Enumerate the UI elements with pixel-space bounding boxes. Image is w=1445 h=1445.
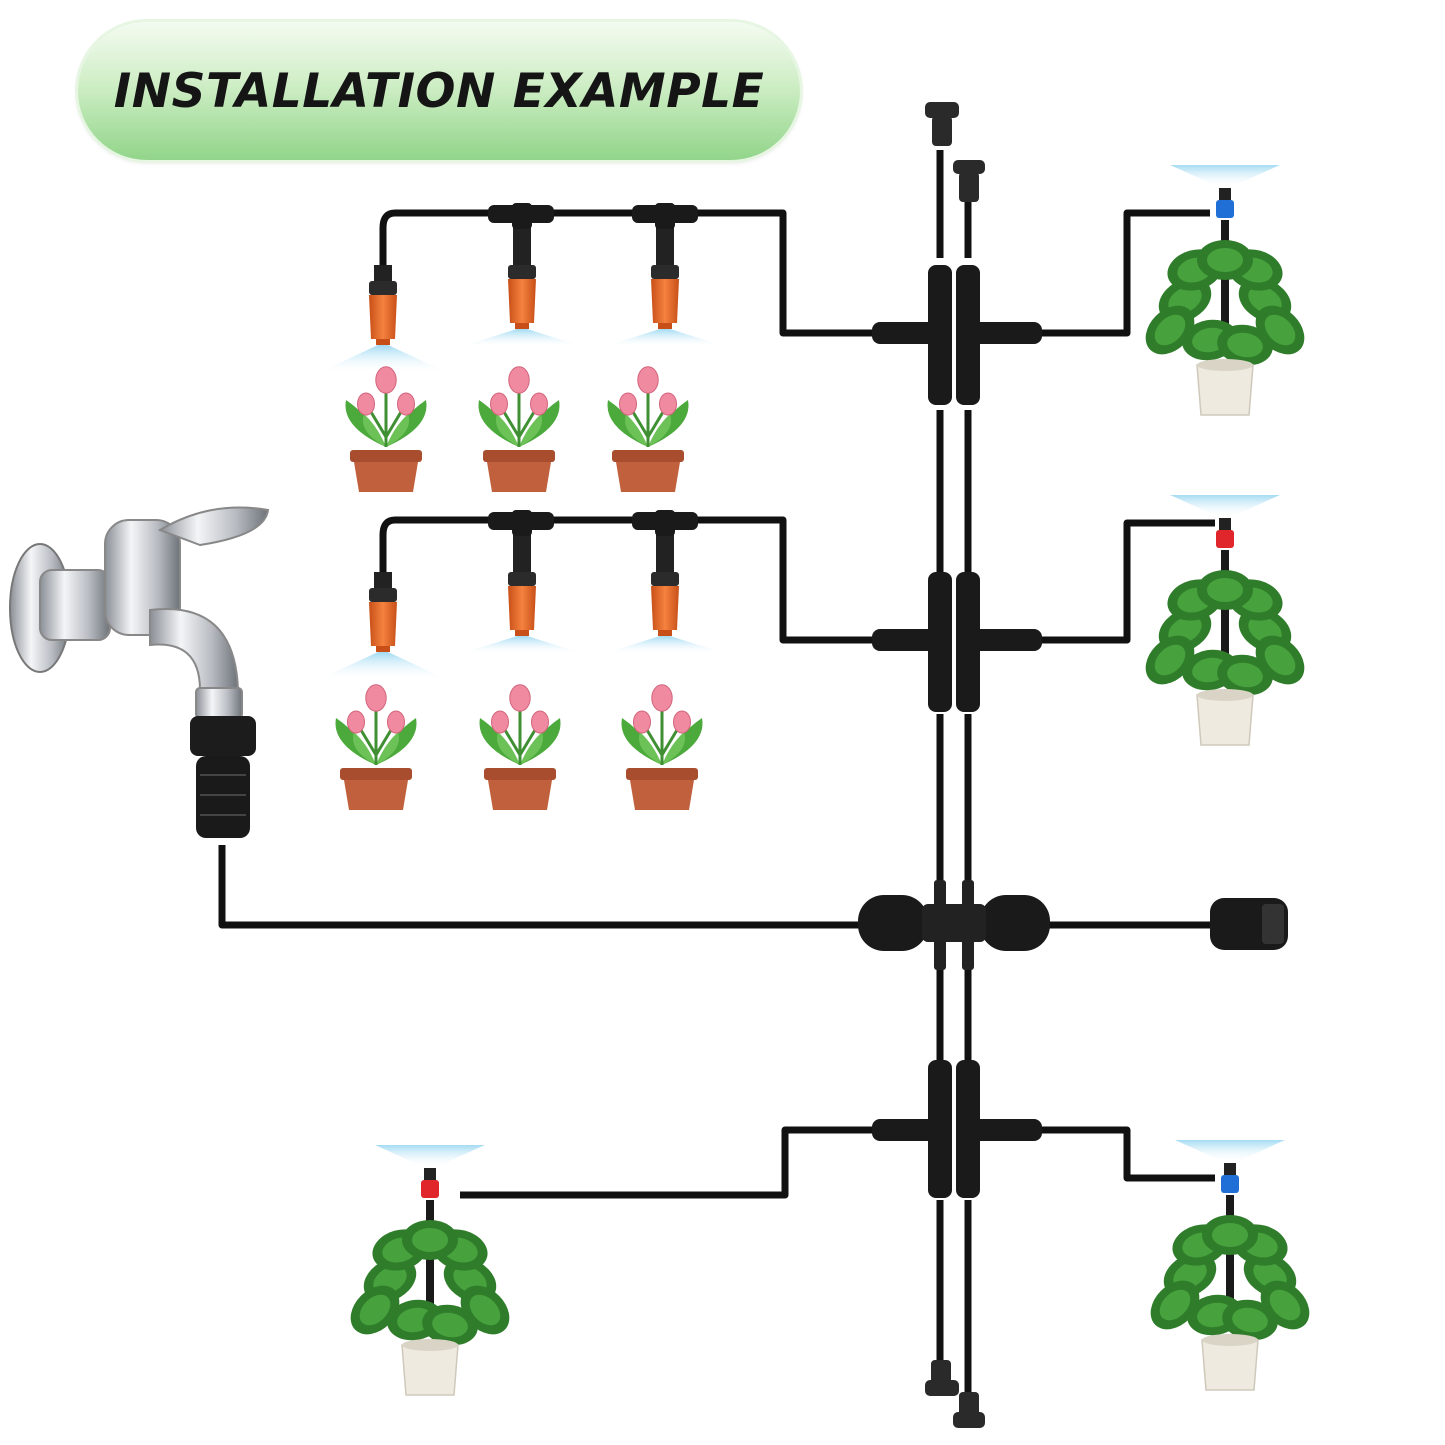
tee-connector-icon xyxy=(872,572,1042,712)
title-banner: INSTALLATION EXAMPLE xyxy=(78,22,800,160)
end-plugs xyxy=(925,102,985,1428)
row4-right-tube xyxy=(1040,1126,1215,1182)
tulip-pot-icon xyxy=(478,366,560,492)
mist-nozzle-icon xyxy=(318,265,448,373)
row1-right-tube xyxy=(1040,209,1210,337)
tulip-pot-icon xyxy=(621,684,703,810)
end-plug-icon xyxy=(953,160,985,202)
end-plug-icon xyxy=(925,1360,959,1396)
end-cap-icon xyxy=(1210,898,1288,950)
tulip-pot-icon xyxy=(335,684,417,810)
row4-left-tube xyxy=(460,1126,875,1199)
tulip-pot-icon xyxy=(479,684,561,810)
row2-right-tube xyxy=(1040,519,1215,644)
row2-left-tube xyxy=(379,516,875,644)
main-feed-tube xyxy=(218,845,870,929)
faucet-icon xyxy=(9,506,270,719)
diagram-title: INSTALLATION EXAMPLE xyxy=(113,63,765,119)
tulip-pot-icon xyxy=(345,366,427,492)
end-plug-icon xyxy=(925,102,959,146)
monstera-pot-icon xyxy=(1150,1140,1310,1391)
mist-nozzle-icon xyxy=(318,572,448,680)
tee-connector-icon xyxy=(872,1060,1042,1198)
monstera-pots xyxy=(350,165,1310,1396)
mist-nozzles xyxy=(318,203,727,680)
monstera-pot-icon xyxy=(1145,495,1305,746)
monstera-pot-icon xyxy=(350,1145,510,1396)
row1-left-tube xyxy=(379,209,875,337)
tee-connector-icon xyxy=(872,265,1042,405)
monstera-pot-icon xyxy=(1145,165,1305,416)
tee-connectors xyxy=(872,265,1042,1198)
end-plug-icon xyxy=(953,1392,985,1428)
hose-connector-icon xyxy=(190,716,256,838)
main-tee-connector-icon xyxy=(858,880,1050,970)
tulip-pot-icon xyxy=(607,366,689,492)
tulip-pots xyxy=(335,366,703,810)
